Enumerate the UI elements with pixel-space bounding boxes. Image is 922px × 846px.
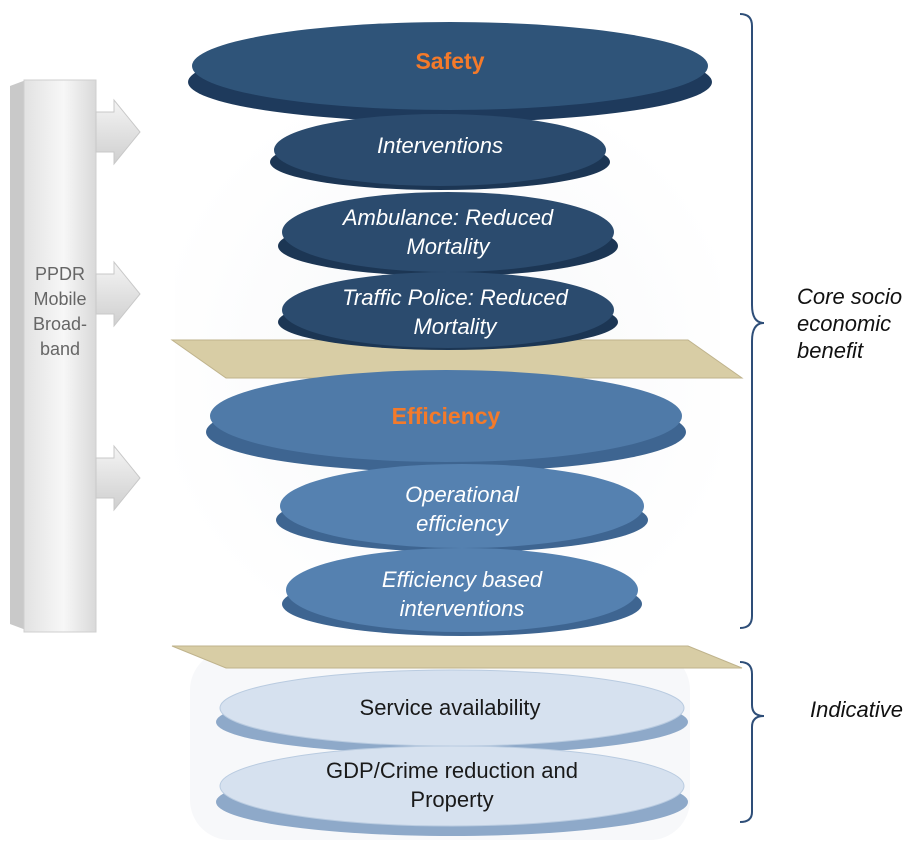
safety-item-label: Mortality bbox=[406, 234, 491, 259]
core-benefit-line: Core socio bbox=[797, 284, 903, 309]
efficiency-item-disc: Operational efficiency bbox=[276, 464, 648, 552]
efficiency-item-disc: Efficiency based interventions bbox=[282, 548, 642, 636]
ppdr-label: PPDR Mobile Broad- band bbox=[24, 262, 96, 362]
ppdr-pillar bbox=[10, 79, 97, 633]
separator-plane bbox=[171, 645, 743, 669]
core-benefit-line: benefit bbox=[797, 338, 864, 363]
ppdr-label-line: band bbox=[39, 339, 81, 359]
safety-item-label: Traffic Police: Reduced bbox=[342, 285, 569, 310]
indicative-bracket bbox=[739, 661, 765, 823]
efficiency-disc: Efficiency bbox=[206, 370, 686, 472]
arrow-icon bbox=[95, 98, 141, 166]
indicative-item-label: GDP/Crime reduction and bbox=[326, 758, 578, 783]
safety-item-disc: Ambulance: Reduced Mortality bbox=[278, 192, 618, 276]
ppdr-label-line: PPDR bbox=[34, 264, 85, 284]
efficiency-item-label: efficiency bbox=[416, 511, 510, 536]
ppdr-label-line: Mobile bbox=[33, 289, 87, 309]
core-benefit-line: economic bbox=[797, 311, 892, 336]
indicative-item-label: Property bbox=[410, 787, 493, 812]
indicative-item-disc: GDP/Crime reduction and Property bbox=[216, 745, 688, 836]
core-benefit-label: Core socio economic benefit bbox=[797, 283, 902, 364]
safety-item-disc: Traffic Police: Reduced Mortality bbox=[278, 272, 618, 350]
efficiency-item-label: Efficiency based bbox=[382, 567, 543, 592]
safety-item-disc: Interventions bbox=[270, 114, 610, 190]
efficiency-heading: Efficiency bbox=[392, 403, 501, 429]
ppdr-label-line: Broad- bbox=[32, 314, 88, 334]
core-benefit-bracket bbox=[739, 13, 765, 629]
efficiency-item-label: interventions bbox=[400, 596, 525, 621]
arrow-icon bbox=[95, 260, 141, 328]
indicative-item-disc: Service availability bbox=[216, 669, 688, 754]
safety-heading: Safety bbox=[415, 48, 484, 74]
safety-disc: Safety bbox=[188, 22, 712, 122]
arrow-icon bbox=[95, 444, 141, 512]
indicative-label: Indicative bbox=[810, 697, 903, 722]
safety-item-label: Ambulance: Reduced bbox=[341, 205, 554, 230]
safety-item-label: Mortality bbox=[413, 314, 498, 339]
safety-item-label: Interventions bbox=[377, 133, 503, 158]
indicative-item-label: Service availability bbox=[360, 695, 541, 720]
efficiency-item-label: Operational bbox=[405, 482, 520, 507]
